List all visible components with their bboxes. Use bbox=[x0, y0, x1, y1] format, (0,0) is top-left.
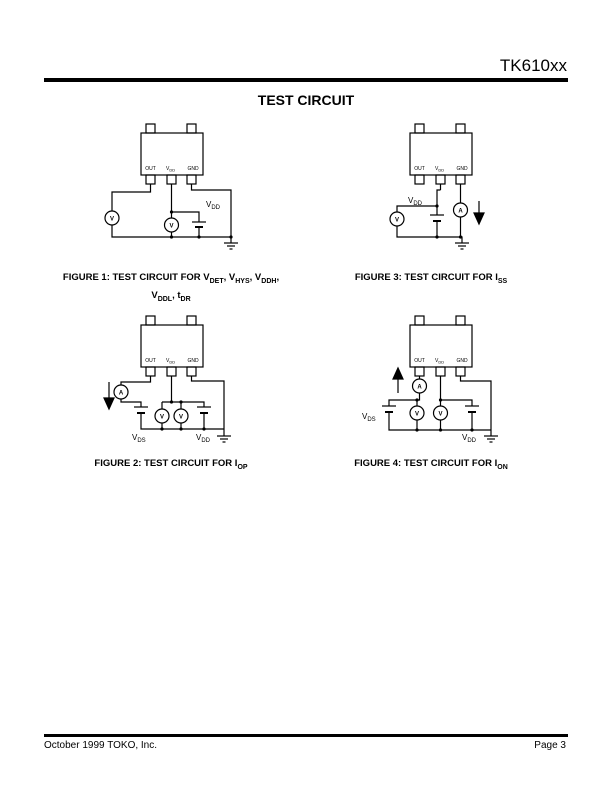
footer-left: October 1999 TOKO, Inc. bbox=[44, 740, 158, 751]
ic-tab bbox=[145, 123, 156, 134]
ic-tab bbox=[186, 123, 197, 134]
svg-text:GND: GND bbox=[456, 358, 468, 364]
supply-label-vdd: VDD bbox=[206, 200, 221, 211]
ic-pin-out bbox=[145, 366, 156, 377]
svg-text:OUT: OUT bbox=[145, 358, 156, 364]
ic-tab bbox=[145, 315, 156, 326]
figure-2-circuit: OUT VDD GND A bbox=[103, 315, 231, 444]
svg-text:V: V bbox=[438, 412, 442, 418]
svg-text:VDS: VDS bbox=[132, 433, 146, 444]
svg-text:V: V bbox=[179, 415, 183, 421]
svg-text:OUT: OUT bbox=[414, 358, 425, 364]
svg-text:VDD: VDD bbox=[408, 196, 423, 207]
ic-pin-vdd bbox=[166, 366, 177, 377]
svg-text:VDD: VDD bbox=[462, 433, 477, 444]
svg-text:VDS: VDS bbox=[362, 412, 376, 423]
svg-text:VDD: VDD bbox=[435, 358, 444, 365]
figure-4-caption: FIGURE 4: TEST CIRCUIT FOR ION bbox=[354, 458, 508, 471]
svg-text:VDD: VDD bbox=[196, 433, 211, 444]
figure-1-caption: FIGURE 1: TEST CIRCUIT FOR VDET, VHYS, V… bbox=[62, 272, 280, 303]
voltmeter bbox=[173, 408, 189, 424]
ic-pin-gnd bbox=[186, 174, 197, 185]
svg-text:V: V bbox=[160, 415, 164, 421]
header-rule bbox=[44, 78, 568, 82]
ic-pin-vdd bbox=[166, 174, 177, 185]
svg-text:V: V bbox=[169, 224, 173, 230]
voltmeter bbox=[163, 217, 180, 233]
pin-label-gnd: GND bbox=[187, 166, 199, 172]
document-id: TK610xx bbox=[499, 56, 567, 75]
figure-4-circuit: OUT VDD GND A V V VDS bbox=[362, 315, 498, 444]
ic-pin-out bbox=[145, 174, 156, 185]
svg-text:GND: GND bbox=[456, 166, 468, 172]
ic-tab bbox=[186, 315, 197, 326]
svg-text:V: V bbox=[415, 412, 419, 418]
voltmeter bbox=[104, 210, 120, 226]
figure-3-circuit: OUT VDD GND V A VDD bbox=[389, 123, 485, 250]
svg-text:V: V bbox=[110, 217, 114, 223]
figure-1-circuit: OUT VDD GND V V VDD bbox=[104, 123, 238, 250]
svg-text:OUT: OUT bbox=[414, 166, 425, 172]
svg-text:VDD: VDD bbox=[166, 358, 175, 365]
figure-2-caption: FIGURE 2: TEST CIRCUIT FOR IOP bbox=[94, 458, 248, 471]
svg-text:GND: GND bbox=[187, 358, 199, 364]
pin-label-vdd: VDD bbox=[166, 166, 175, 173]
svg-text:A: A bbox=[119, 391, 124, 397]
footer-rule bbox=[44, 734, 568, 737]
footer-page-number: Page 3 bbox=[534, 740, 566, 751]
svg-text:A: A bbox=[417, 385, 422, 391]
ic-pin-gnd bbox=[186, 366, 197, 377]
page-title: TEST CIRCUIT bbox=[257, 92, 355, 108]
figure-3-caption: FIGURE 3: TEST CIRCUIT FOR ISS bbox=[354, 272, 508, 285]
ammeter bbox=[113, 384, 129, 400]
svg-text:VDD: VDD bbox=[435, 166, 444, 173]
voltmeter bbox=[154, 408, 170, 424]
pin-label-out: OUT bbox=[145, 166, 156, 172]
svg-text:A: A bbox=[458, 209, 463, 215]
svg-text:V: V bbox=[395, 218, 399, 224]
